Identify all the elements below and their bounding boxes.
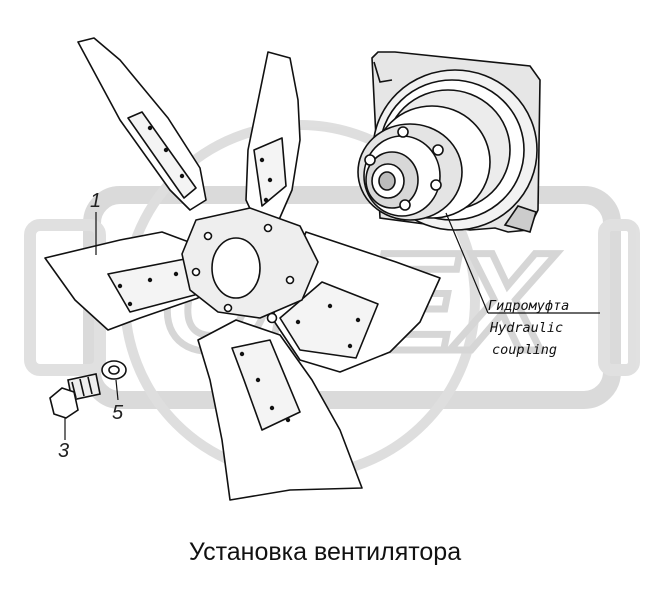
coupling-label-en-line1: Hydraulic bbox=[490, 320, 564, 336]
coupling-bolt-holes bbox=[364, 126, 444, 211]
diagram-caption: Установка вентилятора bbox=[188, 538, 462, 566]
coupling-label-en-line2: coupling bbox=[492, 342, 558, 358]
callout-number-5: 5 bbox=[112, 402, 124, 424]
coupling-label-ru: Гидромуфта bbox=[488, 298, 570, 314]
blade-rivets bbox=[117, 125, 361, 423]
fan bbox=[44, 37, 441, 501]
hydraulic-coupling bbox=[357, 51, 541, 233]
washer bbox=[101, 360, 127, 380]
callout-number-1: 1 bbox=[90, 190, 102, 212]
hub-bolt-holes bbox=[191, 223, 295, 324]
bolt bbox=[49, 373, 101, 419]
callout-5-leader bbox=[115, 379, 119, 401]
callout-number-3: 3 bbox=[58, 440, 70, 462]
coupling-leader-line bbox=[445, 212, 489, 314]
